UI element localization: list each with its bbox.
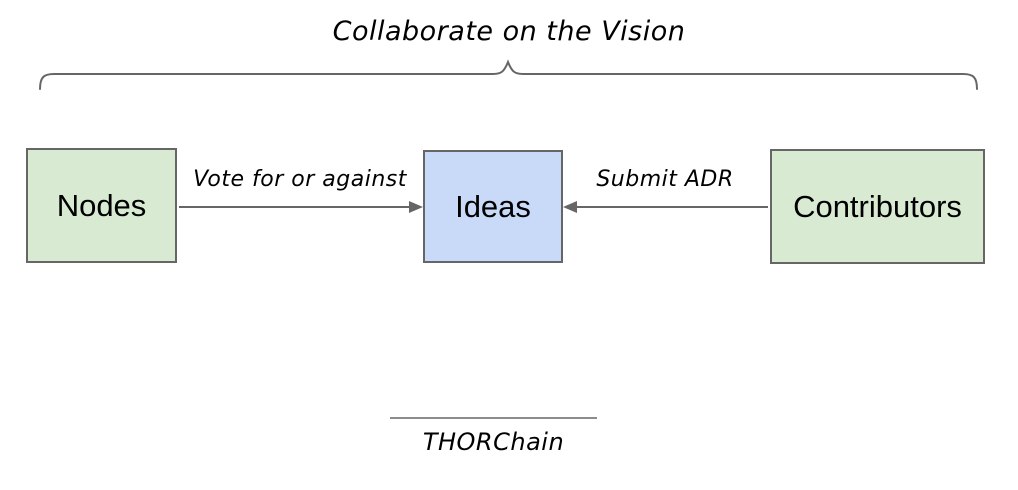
nodes-box-label: Nodes [56, 187, 147, 223]
footer-brand-label: THORChain [422, 428, 565, 456]
vote-arrow-label: Vote for or against [193, 167, 407, 192]
contributors-box: Contributors [770, 149, 985, 264]
arrow-vote [179, 201, 423, 213]
arrowhead-right-icon [409, 201, 423, 213]
diagram-title: Collaborate on the Vision [332, 16, 686, 47]
nodes-box: Nodes [26, 148, 177, 263]
ideas-box-label: Ideas [455, 188, 531, 224]
brace-shape [39, 59, 978, 90]
arrow-submit [563, 201, 768, 213]
ideas-box: Ideas [423, 150, 563, 263]
submit-arrow-label: Submit ADR [596, 167, 734, 192]
arrowhead-left-icon [563, 201, 577, 213]
contributors-box-label: Contributors [793, 188, 962, 224]
